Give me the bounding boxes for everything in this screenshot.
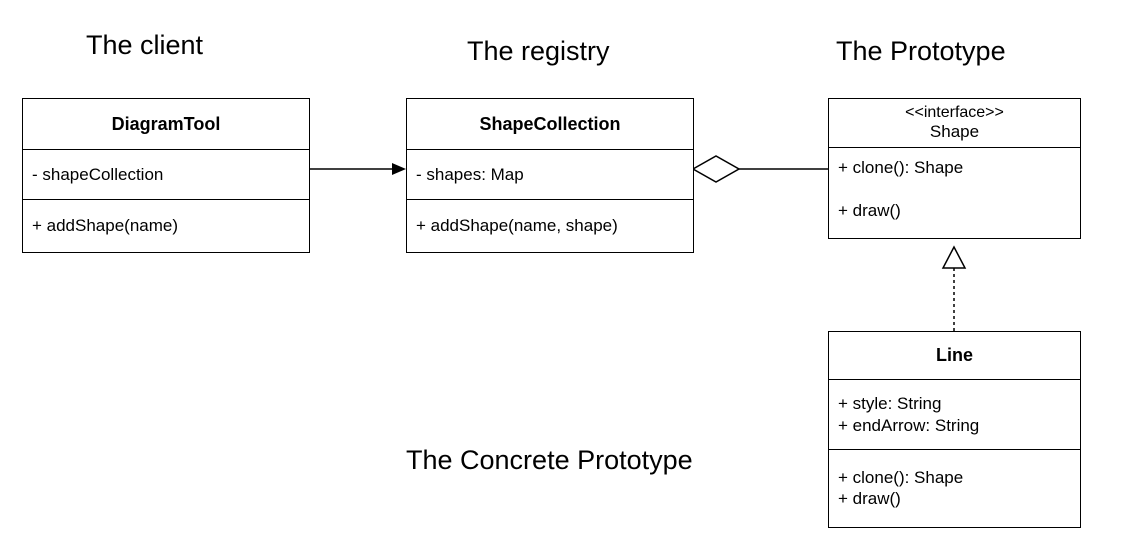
heading-client: The client xyxy=(86,30,204,60)
aggregation-diamond xyxy=(691,155,741,183)
line-method-draw: + draw() xyxy=(838,489,901,508)
interface-stereotype: <<interface>> xyxy=(905,104,1004,122)
class-diagramtool-name: DiagramTool xyxy=(23,99,309,150)
method-addshape: + addShape(name) xyxy=(32,215,179,235)
class-line[interactable]: Line + style: String + endArrow: String … xyxy=(828,331,1081,528)
class-diagramtool-methods: + addShape(name) xyxy=(23,200,309,251)
interface-shape[interactable]: <<interface>> Shape + clone(): Shape + d… xyxy=(828,98,1081,239)
interface-shape-name: Shape xyxy=(929,122,980,142)
realization-triangle xyxy=(941,245,967,269)
class-shapecollection-methods: + addShape(name, shape) xyxy=(407,200,693,251)
class-line-name: Line xyxy=(829,332,1080,380)
class-shapecollection[interactable]: ShapeCollection - shapes: Map + addShape… xyxy=(406,98,694,253)
method-addshape-name-shape: + addShape(name, shape) xyxy=(416,215,618,235)
method-draw: + draw() xyxy=(838,201,901,221)
attribute-shapecollection: - shapeCollection xyxy=(32,164,164,184)
class-shapecollection-attributes: - shapes: Map xyxy=(407,150,693,200)
class-diagramtool-attributes: - shapeCollection xyxy=(23,150,309,200)
class-diagramtool[interactable]: DiagramTool - shapeCollection + addShape… xyxy=(22,98,310,253)
class-line-attributes: + style: String + endArrow: String xyxy=(829,380,1080,450)
class-line-methods: + clone(): Shape + draw() xyxy=(829,450,1080,526)
heading-registry: The registry xyxy=(467,36,610,66)
method-clone: + clone(): Shape xyxy=(838,158,964,177)
attribute-style: + style: String xyxy=(838,394,942,414)
attribute-shapes: - shapes: Map xyxy=(416,164,524,184)
line-method-clone: + clone(): Shape xyxy=(838,467,964,487)
class-shapecollection-name: ShapeCollection xyxy=(407,99,693,150)
association-arrowhead xyxy=(392,163,406,175)
interface-shape-header: <<interface>> Shape xyxy=(829,99,1080,148)
attribute-endarrow: + endArrow: String xyxy=(838,415,980,435)
interface-shape-methods: + clone(): Shape + draw() xyxy=(829,148,1080,237)
heading-concrete-prototype: The Concrete Prototype xyxy=(406,445,693,475)
heading-prototype: The Prototype xyxy=(836,36,1006,66)
